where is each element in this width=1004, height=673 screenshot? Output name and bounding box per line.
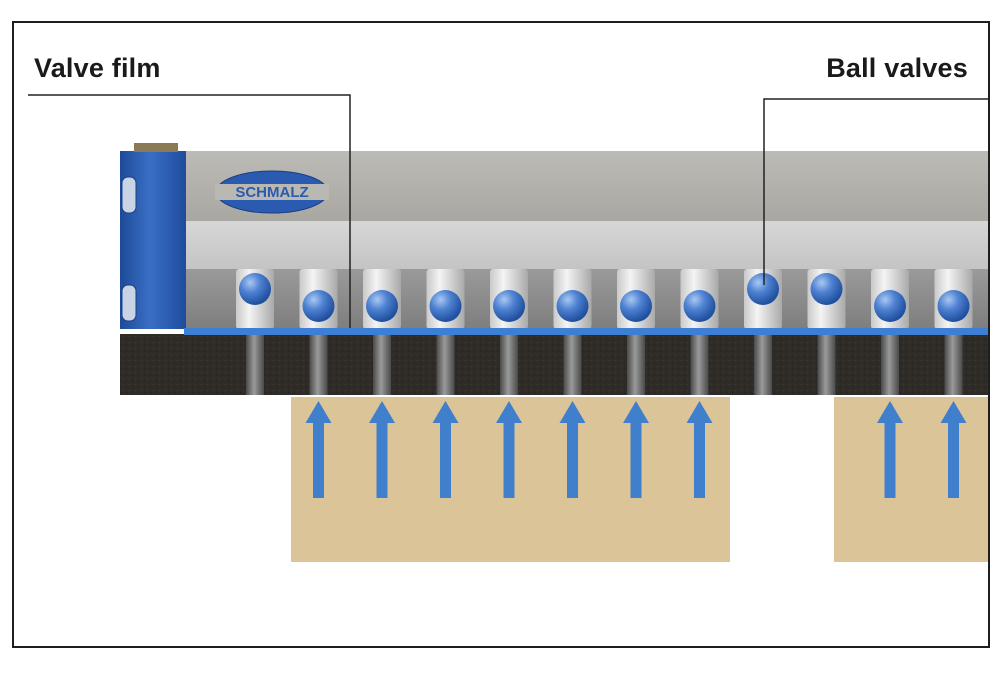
valve-pipe bbox=[944, 334, 963, 395]
valve bbox=[934, 269, 973, 395]
ball-valve bbox=[937, 290, 970, 322]
valve-pipe bbox=[500, 334, 518, 395]
logo-text: SCHMALZ bbox=[235, 184, 308, 201]
airflow-arrow bbox=[940, 401, 967, 498]
valve bbox=[744, 269, 782, 395]
valve-pipe bbox=[690, 334, 709, 395]
valve-film-label: Valve film bbox=[34, 53, 161, 83]
valve-pipe bbox=[246, 334, 264, 395]
valve bbox=[871, 269, 909, 395]
valve bbox=[490, 269, 528, 395]
ball-valve bbox=[366, 290, 398, 322]
ball-valves-label: Ball valves bbox=[826, 53, 968, 83]
ball-valve bbox=[747, 273, 779, 305]
ball-valve bbox=[810, 273, 843, 305]
ball-valve bbox=[556, 290, 589, 322]
ball-valve bbox=[620, 290, 652, 322]
ball-valve bbox=[302, 290, 335, 322]
valve-row bbox=[236, 269, 973, 395]
valve-film bbox=[184, 328, 988, 335]
valve bbox=[299, 269, 338, 395]
ball-valve bbox=[874, 290, 906, 322]
airflow-arrow bbox=[305, 401, 332, 498]
airflow-arrow bbox=[559, 401, 586, 498]
valve bbox=[426, 269, 465, 395]
valve-pipe bbox=[881, 334, 899, 395]
end-cap-port-lower bbox=[121, 284, 137, 322]
foam-seal bbox=[120, 334, 988, 395]
diagram-frame: SCHMALZ Valve film Ball valves bbox=[12, 21, 990, 648]
valve bbox=[236, 269, 274, 395]
valve-pipe bbox=[436, 334, 455, 395]
airflow-arrows bbox=[305, 401, 967, 498]
airflow-arrow bbox=[496, 401, 522, 498]
airflow-arrow bbox=[369, 401, 395, 498]
valve-pipe bbox=[754, 334, 772, 395]
ball-valves-leader bbox=[763, 98, 988, 285]
valve-film-leader bbox=[28, 94, 351, 328]
ball-valve bbox=[239, 273, 271, 305]
valve bbox=[680, 269, 719, 395]
schmalz-logo: SCHMALZ bbox=[215, 170, 329, 214]
valve bbox=[553, 269, 592, 395]
valve bbox=[617, 269, 655, 395]
airflow-arrow bbox=[877, 401, 903, 498]
ball-valve bbox=[493, 290, 525, 322]
valve bbox=[363, 269, 401, 395]
gripper-middle-plate bbox=[184, 221, 988, 269]
valve-pipe bbox=[373, 334, 391, 395]
end-cap-fitting bbox=[134, 143, 178, 152]
workpiece-right bbox=[834, 397, 988, 562]
valve bbox=[807, 269, 846, 395]
valve-pipe bbox=[627, 334, 645, 395]
valve-pipe bbox=[817, 334, 836, 395]
airflow-arrow bbox=[432, 401, 459, 498]
ball-valve bbox=[429, 290, 462, 322]
valve-pipe bbox=[309, 334, 328, 395]
ball-valve bbox=[683, 290, 716, 322]
end-cap-port-upper bbox=[121, 176, 137, 214]
vacuum-gripper-diagram: SCHMALZ bbox=[28, 94, 988, 562]
valve-pipe bbox=[563, 334, 582, 395]
airflow-arrow bbox=[623, 401, 649, 498]
airflow-arrow bbox=[686, 401, 713, 498]
